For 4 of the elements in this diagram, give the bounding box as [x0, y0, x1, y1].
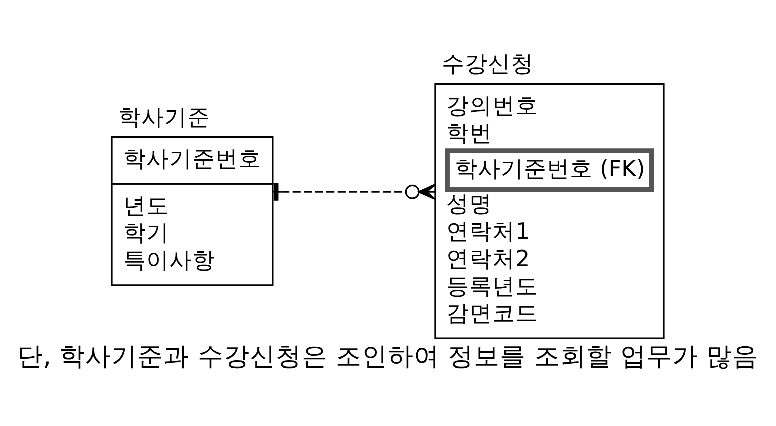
node-box: 강의번호 학번 학사기준번호 (FK) 성명 연락처1 연락처2 등록년도 감면코드	[434, 83, 665, 340]
caption: 단, 학사기준과 수강신청은 조인하여 정보를 조회할 업무가 많음	[17, 342, 759, 372]
node-label: 수강신청	[442, 52, 534, 78]
node-label: 학사기준	[118, 104, 210, 131]
